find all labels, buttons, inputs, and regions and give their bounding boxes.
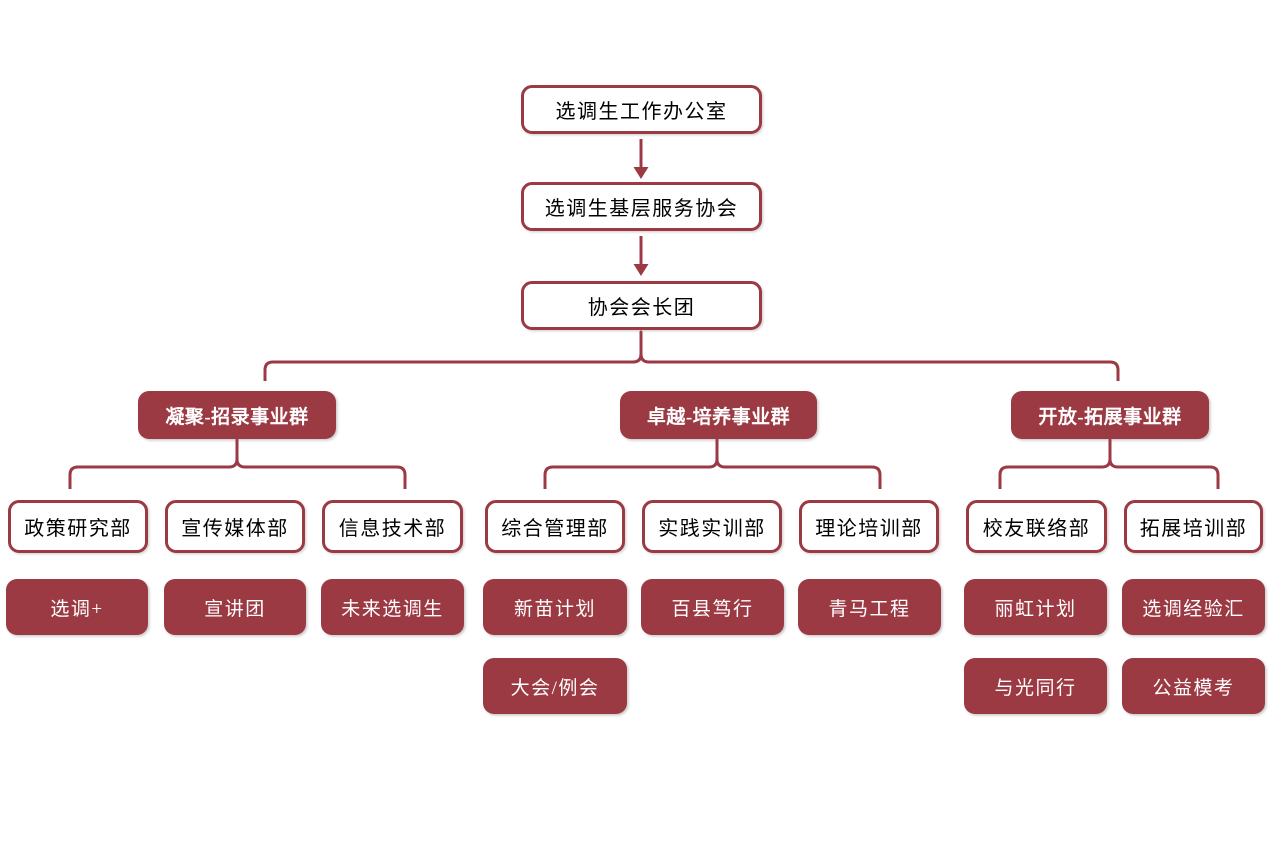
bracket-connector-group2	[543, 438, 882, 489]
org-node-dept-theory-training: 理论培训部	[799, 500, 939, 553]
org-node-dept-publicity-media: 宣传媒体部	[165, 500, 305, 553]
org-node-group-expand: 开放-拓展事业群	[1011, 391, 1209, 439]
org-node-program-xinmiao-plan: 新苗计划	[483, 579, 627, 635]
org-node-group-cultivate: 卓越-培养事业群	[620, 391, 817, 439]
org-node-program-xuandiao-plus: 选调+	[6, 579, 148, 635]
org-node-program-experience-hub: 选调经验汇	[1122, 579, 1265, 635]
org-node-association: 选调生基层服务协会	[521, 182, 762, 231]
org-node-dept-alumni-liaison: 校友联络部	[966, 500, 1107, 553]
org-node-presidium: 协会会长团	[521, 281, 762, 330]
org-node-dept-practice-training: 实践实训部	[642, 500, 782, 553]
org-node-office: 选调生工作办公室	[521, 85, 762, 134]
arrowhead-1	[633, 167, 649, 179]
org-node-program-meetings: 大会/例会	[483, 658, 627, 714]
org-node-program-future-xuandiao: 未来选调生	[321, 579, 464, 635]
org-node-program-charity-mock-exam: 公益模考	[1122, 658, 1265, 714]
bracket-connector-groups	[263, 330, 1120, 381]
org-node-program-lecture-troupe: 宣讲团	[164, 579, 306, 635]
org-node-group-recruit: 凝聚-招录事业群	[138, 391, 336, 439]
arrowhead-2	[633, 264, 649, 276]
org-node-dept-info-tech: 信息技术部	[322, 500, 463, 553]
org-node-program-walk-with-light: 与光同行	[964, 658, 1107, 714]
org-node-program-qingma-project: 青马工程	[798, 579, 941, 635]
org-node-dept-expansion-training: 拓展培训部	[1124, 500, 1263, 553]
org-node-dept-policy-research: 政策研究部	[8, 500, 148, 553]
bracket-connector-group1	[68, 438, 407, 489]
org-node-program-lihong-plan: 丽虹计划	[964, 579, 1107, 635]
org-node-program-baixian-duxing: 百县笃行	[641, 579, 784, 635]
org-node-dept-general-admin: 综合管理部	[485, 500, 625, 553]
bracket-connector-group3	[998, 438, 1220, 489]
